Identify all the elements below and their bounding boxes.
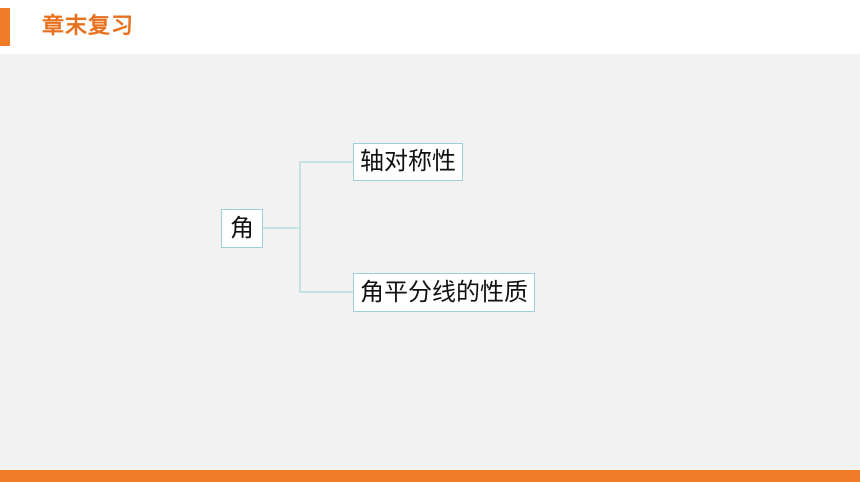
footer-accent-bar [0, 470, 860, 484]
slide-title: 章末复习 [42, 14, 135, 39]
mindmap-branch-axial-symmetry: 轴对称性 [353, 143, 463, 181]
footer-divider [0, 482, 860, 484]
mindmap-root-node: 角 [221, 209, 263, 248]
mindmap-branch-angle-bisector: 角平分线的性质 [353, 273, 535, 312]
slide-header: 章末复习 [0, 0, 860, 54]
header-accent-bar [0, 8, 10, 46]
content-panel [0, 54, 860, 470]
